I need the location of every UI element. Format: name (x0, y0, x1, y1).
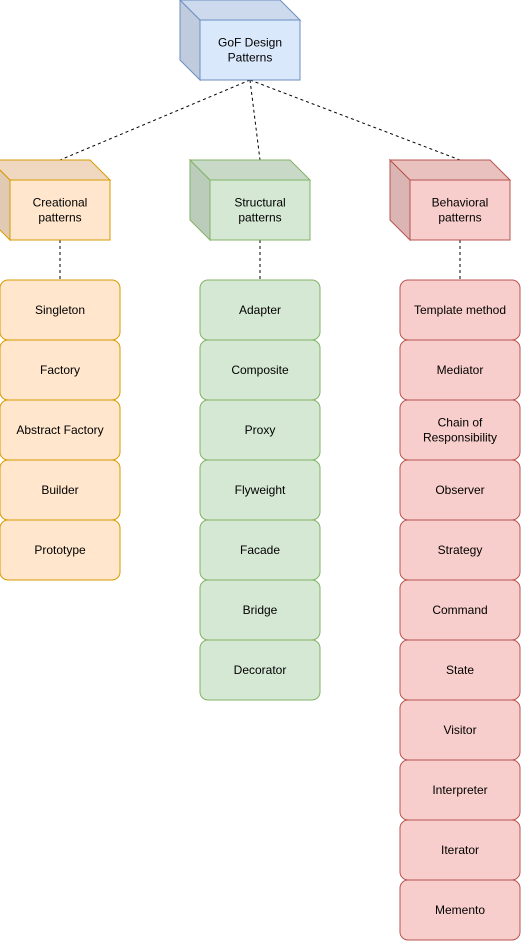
pattern-node-creational: Builder (0, 459, 121, 521)
connector-root-to-structural (249, 79, 261, 161)
category-node-behavioral-label: patterns (438, 211, 481, 225)
pattern-node-behavioral: Template method (399, 279, 521, 341)
pattern-node-box (399, 879, 521, 941)
pattern-node-structural: Bridge (199, 579, 321, 641)
pattern-node-label: Factory (40, 363, 80, 377)
pattern-node-label: Memento (435, 903, 485, 917)
pattern-node-label: Responsibility (423, 431, 497, 445)
pattern-node-label: Observer (435, 483, 484, 497)
pattern-node-structural: Adapter (199, 279, 321, 341)
pattern-node-label: Command (432, 603, 487, 617)
pattern-node-label: Singleton (35, 303, 85, 317)
pattern-node-structural: Facade (199, 519, 321, 581)
pattern-node-creational: Factory (0, 339, 121, 401)
pattern-node-label: Proxy (245, 423, 276, 437)
pattern-node-box (199, 639, 321, 701)
root-node-gof-design-patterns-label: Patterns (228, 51, 273, 65)
pattern-node-label: Flyweight (235, 483, 286, 497)
pattern-node-box (0, 519, 121, 581)
category-node-creational-top-face (0, 159, 112, 181)
connector-root-to-creational (59, 79, 251, 161)
pattern-node-label: State (446, 663, 474, 677)
pattern-node-behavioral: State (399, 639, 521, 701)
pattern-node-label: Template method (414, 303, 506, 317)
category-node-creational-label: Creational (33, 196, 88, 210)
pattern-node-structural: Decorator (199, 639, 321, 701)
root-node-gof-design-patterns-top-face (179, 0, 302, 21)
category-node-creational-front-face (9, 179, 111, 241)
pattern-node-behavioral: Iterator (399, 819, 521, 881)
pattern-node-label: Chain of (438, 416, 483, 430)
pattern-node-label: Facade (240, 543, 280, 557)
pattern-node-label: Adapter (239, 303, 281, 317)
pattern-node-behavioral: Visitor (399, 699, 521, 761)
pattern-node-structural: Composite (199, 339, 321, 401)
category-node-structural-label: patterns (238, 211, 281, 225)
pattern-node-behavioral: Command (399, 579, 521, 641)
pattern-node-creational: Singleton (0, 279, 121, 341)
root-node-gof-design-patterns-label: GoF Design (218, 36, 282, 50)
category-node-creational-label: patterns (38, 211, 81, 225)
connector-lines (59, 79, 461, 280)
pattern-node-behavioral: Mediator (399, 339, 521, 401)
pattern-node-behavioral: Strategy (399, 519, 521, 581)
category-node-behavioral-label: Behavioral (432, 196, 489, 210)
pattern-node-label: Composite (231, 363, 289, 377)
pattern-node-label: Builder (41, 483, 78, 497)
category-node-structural-front-face (209, 179, 311, 241)
pattern-node-creational: Abstract Factory (0, 399, 121, 461)
pattern-node-label: Bridge (243, 603, 278, 617)
pattern-node-structural: Proxy (199, 399, 321, 461)
pattern-node-behavioral: Interpreter (399, 759, 521, 821)
category-node-structural-label: Structural (234, 196, 285, 210)
category-node-structural-top-face (188, 159, 312, 181)
pattern-node-creational: Prototype (0, 519, 121, 581)
pattern-node-label: Visitor (443, 723, 476, 737)
pattern-node-label: Abstract Factory (16, 423, 103, 437)
pattern-node-label: Mediator (437, 363, 484, 377)
pattern-node-structural: Flyweight (199, 459, 321, 521)
pattern-node-label: Decorator (234, 663, 287, 677)
pattern-node-label: Prototype (34, 543, 86, 557)
category-node-behavioral-top-face (388, 159, 512, 181)
root-node-gof-design-patterns-front-face (199, 19, 301, 81)
pattern-node-label: Interpreter (432, 783, 487, 797)
pattern-node-behavioral: Observer (399, 459, 521, 521)
category-node-behavioral-front-face (409, 179, 511, 241)
pattern-node-label: Iterator (441, 843, 479, 857)
connector-root-to-behavioral (249, 79, 461, 161)
pattern-node-behavioral: Memento (399, 879, 521, 941)
pattern-node-label: Strategy (438, 543, 483, 557)
